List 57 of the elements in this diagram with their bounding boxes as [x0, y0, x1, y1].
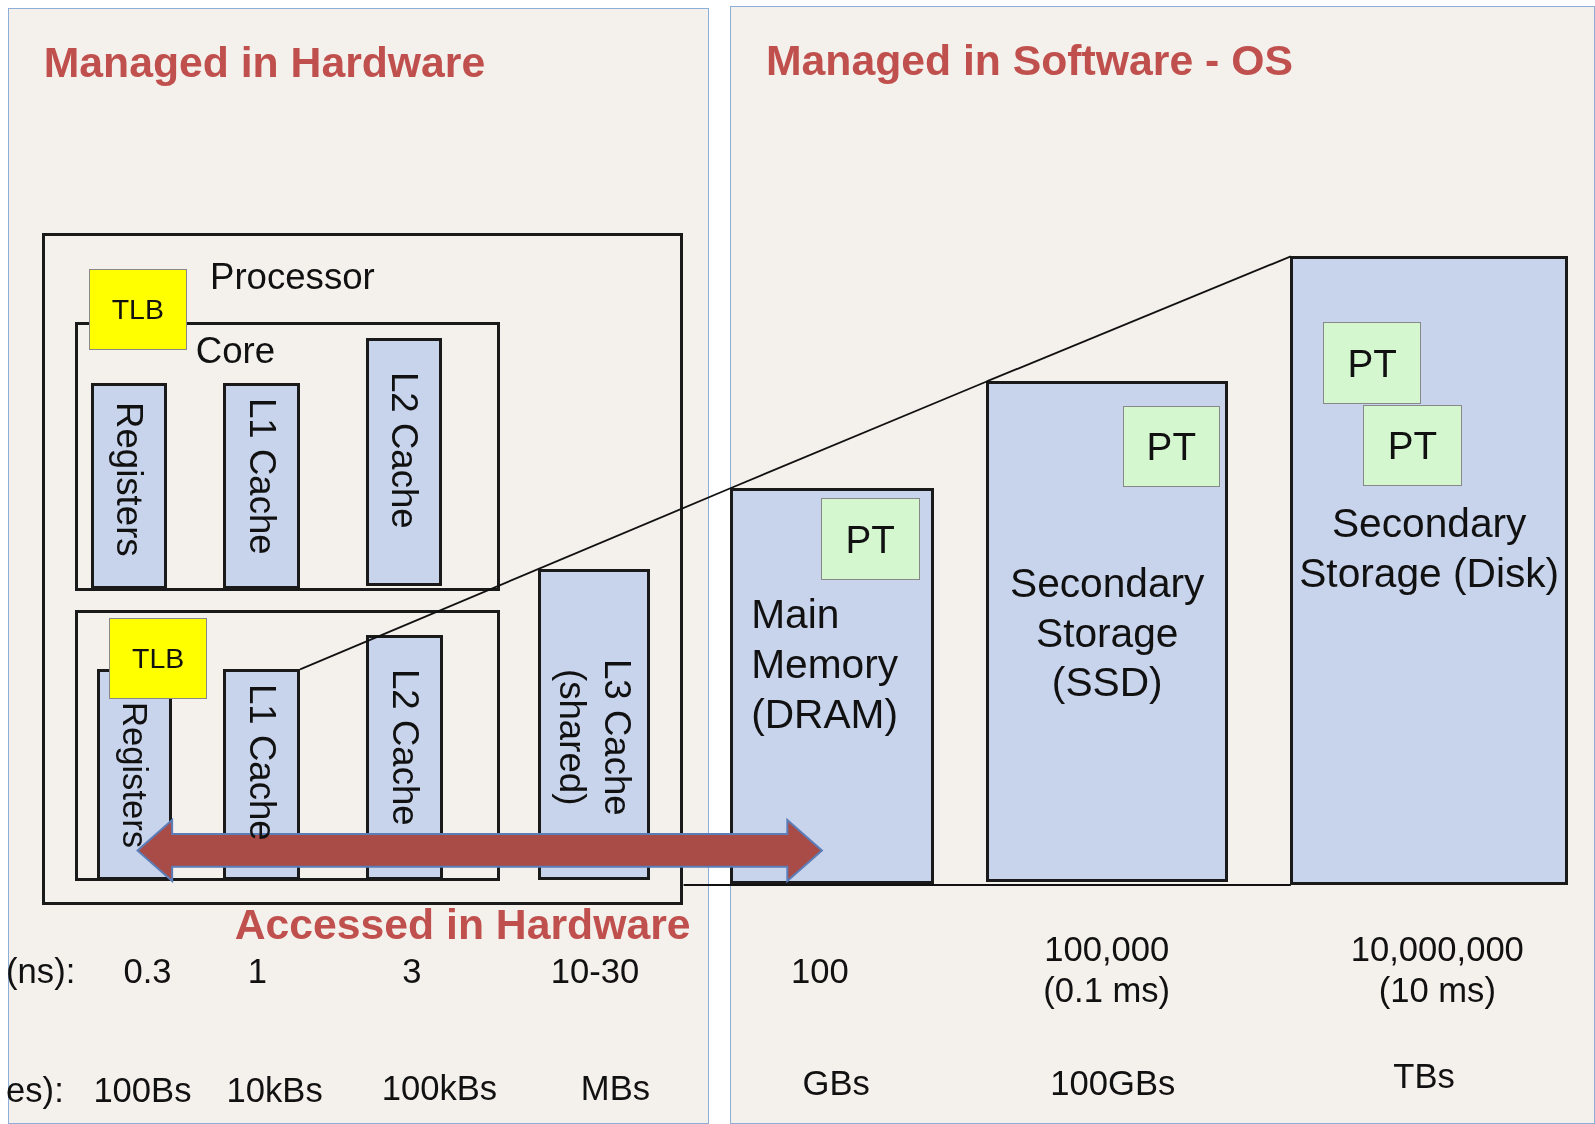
size-value: 10kBs	[226, 1070, 323, 1112]
page-table-box	[1363, 404, 1462, 487]
region-panel	[8, 8, 709, 1124]
core-box	[74, 321, 500, 592]
perspective-line	[299, 487, 732, 671]
cache-box	[365, 338, 442, 587]
box-label: Secondary Storage (SSD)	[1009, 558, 1206, 708]
page-table-box	[1123, 405, 1220, 488]
box-label: PT	[1146, 423, 1196, 470]
size-value: 100GBs	[1050, 1063, 1176, 1104]
box-label: Main Memory (DRAM)	[751, 590, 900, 739]
edge-label: Accessed in Hardware	[234, 901, 691, 949]
size-value: 100Bs	[93, 1070, 192, 1112]
latency-value: 10-30	[550, 951, 640, 993]
box-label: TLB	[111, 292, 164, 328]
box-label: PT	[845, 516, 895, 563]
memory-box	[729, 487, 935, 885]
page-table-box	[820, 498, 920, 580]
perspective-line	[682, 884, 1292, 886]
region-panel	[730, 6, 1595, 1124]
box-label: Core	[195, 329, 276, 373]
box-label: Registers	[114, 702, 155, 849]
box-label: Secondary Storage (Disk)	[1298, 498, 1561, 598]
cache-box	[223, 382, 300, 590]
size-value: es):	[6, 1070, 64, 1112]
box-label: PT	[1387, 422, 1438, 469]
panel-title: Managed in Software - OS	[765, 34, 1293, 86]
tlb-box	[89, 269, 187, 351]
latency-value: 100	[791, 951, 849, 993]
latency-value: (ns):	[6, 951, 76, 993]
box-label: TLB	[132, 641, 185, 676]
box-label: L2 Cache	[383, 371, 427, 529]
tlb-box	[109, 617, 207, 700]
storage-box	[1290, 255, 1569, 886]
panel-title: Managed in Hardware	[43, 36, 486, 88]
size-value: GBs	[802, 1063, 870, 1104]
box-label: PT	[1347, 340, 1397, 387]
double-arrow	[136, 817, 824, 884]
page-table-box	[1323, 322, 1422, 404]
register-box	[91, 382, 168, 590]
size-value: 100kBs	[381, 1068, 498, 1110]
box-label: L3 Cache (shared)	[551, 657, 639, 818]
storage-box	[986, 380, 1229, 883]
perspective-line	[985, 255, 1292, 383]
size-value: MBs	[580, 1068, 650, 1110]
box-label: L1 Cache	[240, 398, 284, 555]
box-label: Registers	[108, 402, 152, 557]
latency-value: 0.3	[123, 951, 172, 993]
box-label: L2 Cache	[383, 668, 427, 826]
size-value: TBs	[1393, 1055, 1455, 1097]
latency-value: 1	[247, 951, 267, 993]
box-label: Processor	[210, 254, 375, 299]
latency-value: 10,000,000 (10 ms)	[1349, 928, 1525, 1012]
box-label: L1 Cache	[240, 684, 284, 841]
latency-value: 3	[402, 951, 422, 993]
latency-value: 100,000 (0.1 ms)	[1042, 928, 1172, 1012]
perspective-line	[729, 380, 988, 490]
